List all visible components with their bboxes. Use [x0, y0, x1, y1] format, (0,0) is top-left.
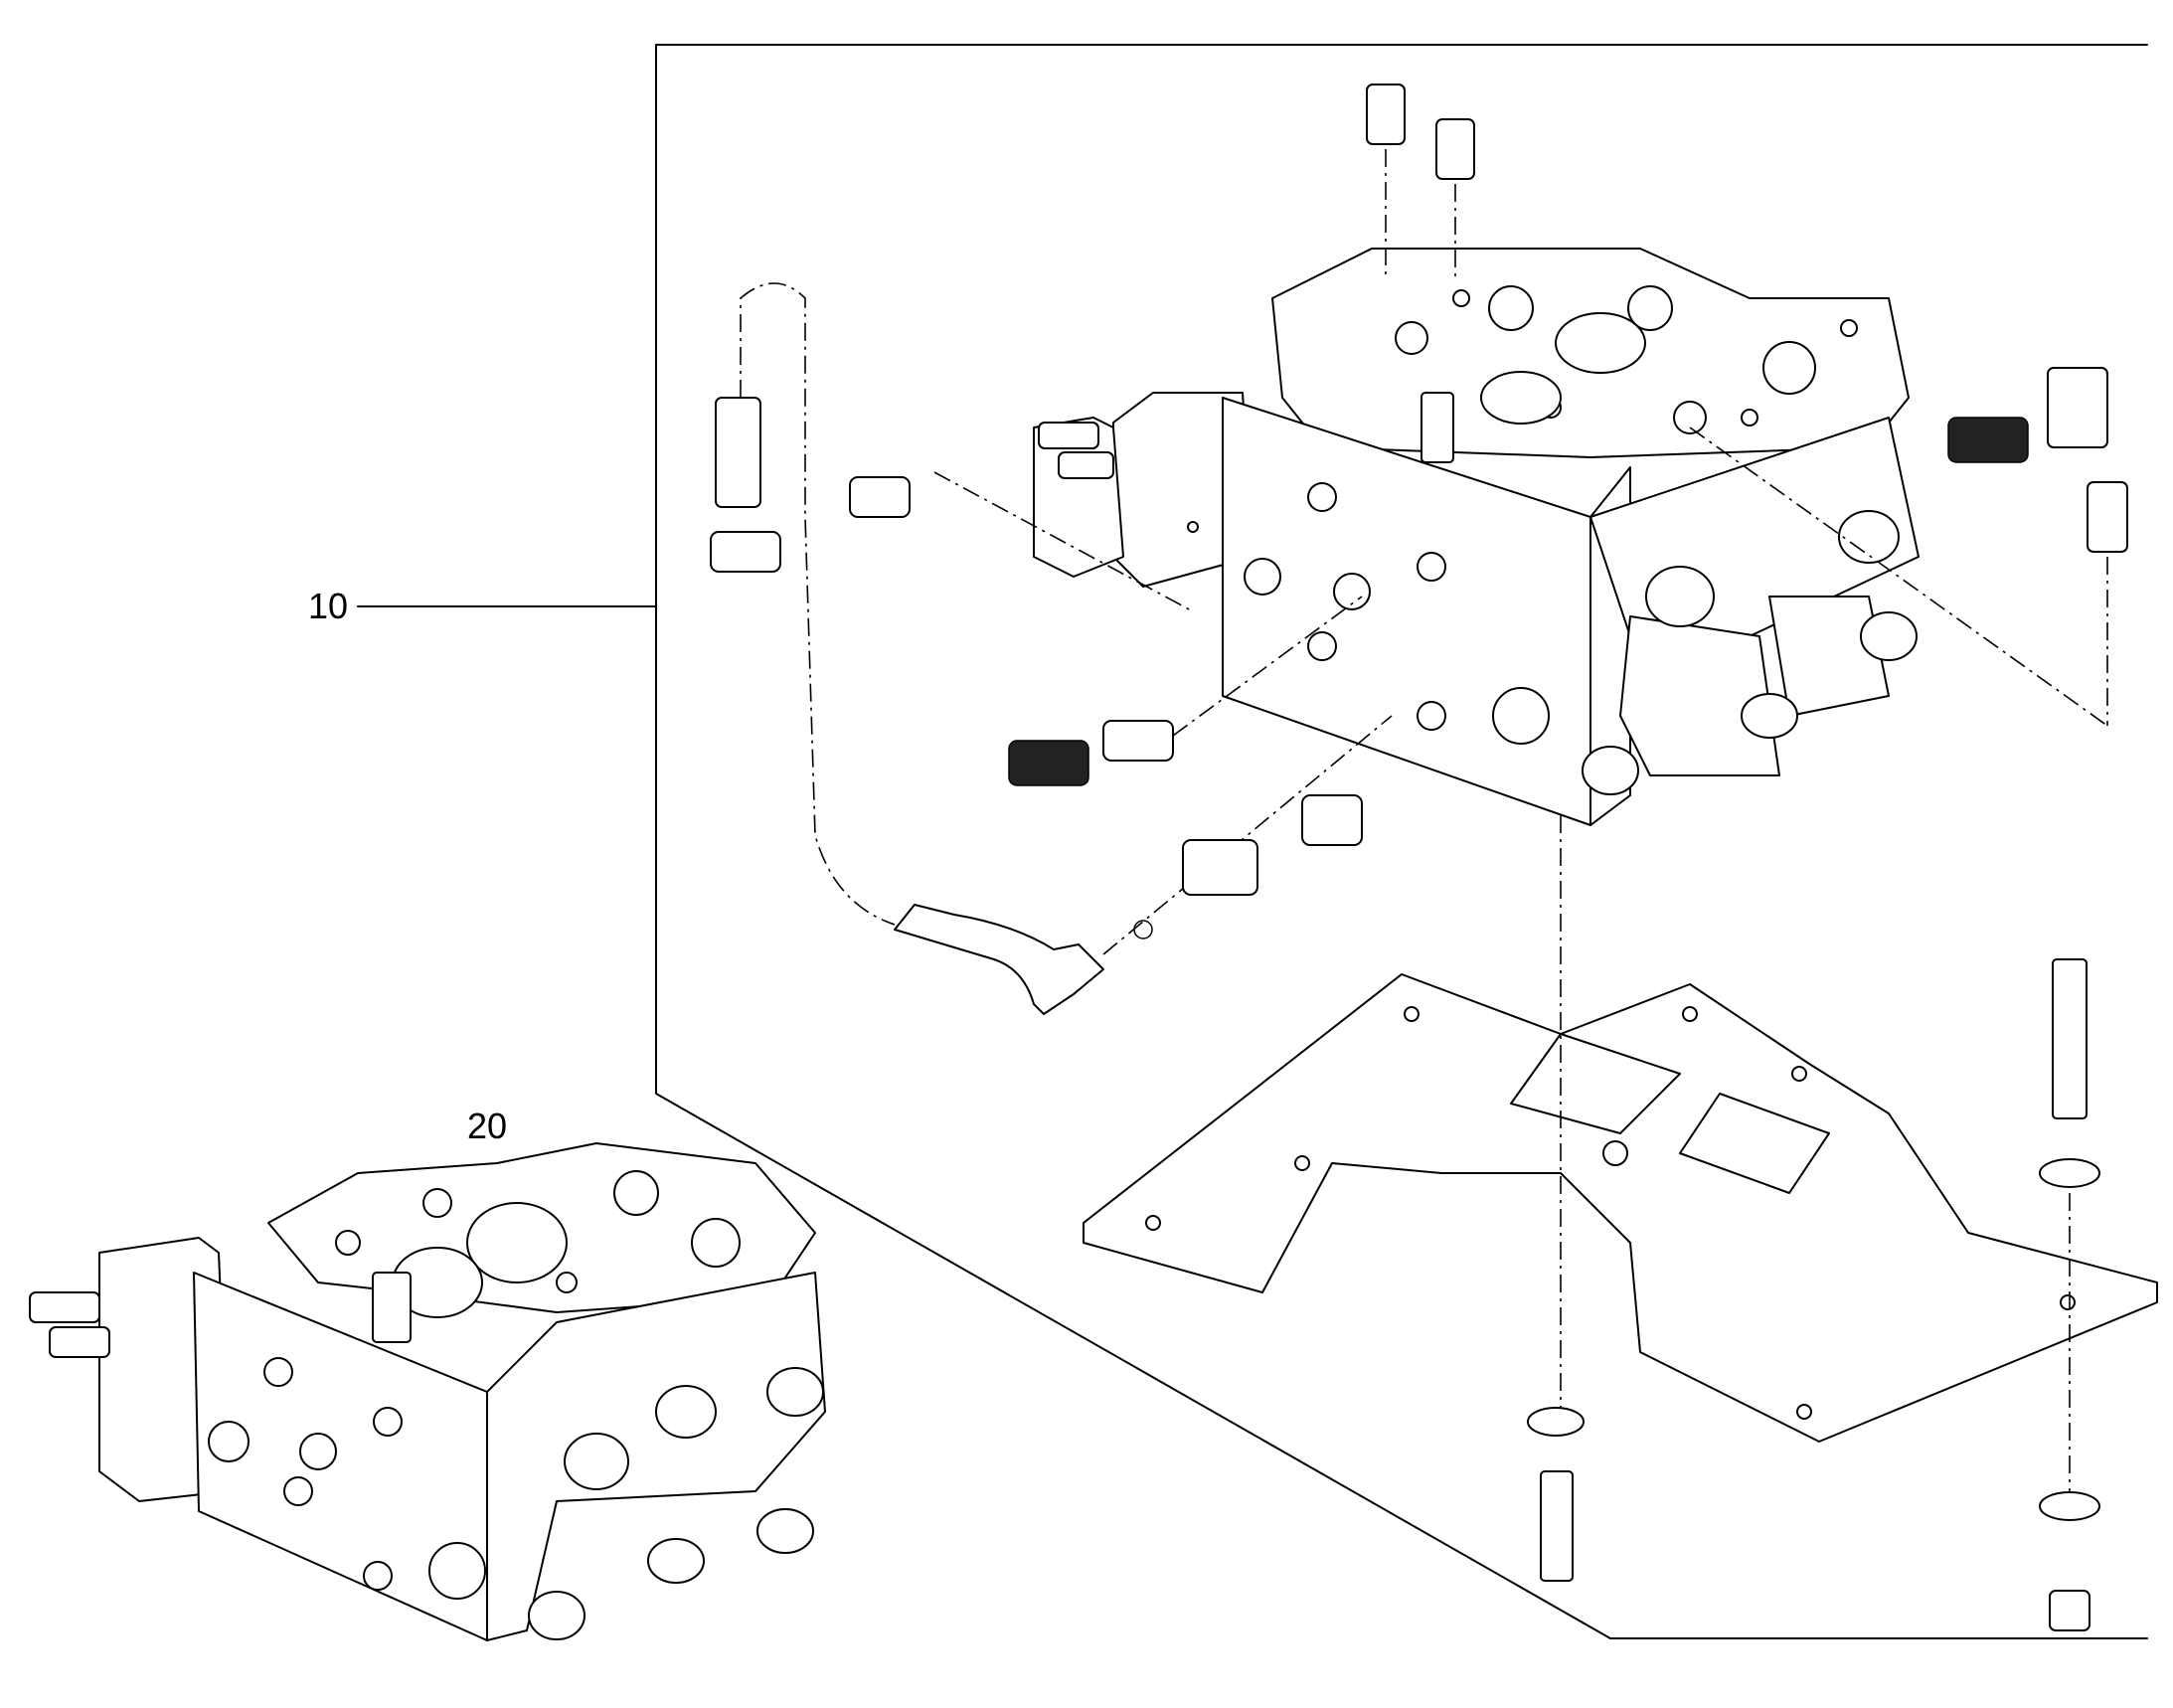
assembly-frame	[357, 44, 2148, 1639]
control-valve-assembly	[1033, 248, 1920, 826]
callout-valve: 20	[467, 1106, 508, 1146]
callout-assembly: 10	[308, 586, 349, 626]
fasteners	[1527, 958, 2100, 1631]
top-fittings	[1366, 84, 1475, 278]
right-fittings	[1689, 367, 2128, 727]
assembled-control-valve	[29, 1142, 826, 1641]
hose-assembly	[710, 282, 1393, 1015]
mounting-plate	[1083, 815, 2158, 1443]
